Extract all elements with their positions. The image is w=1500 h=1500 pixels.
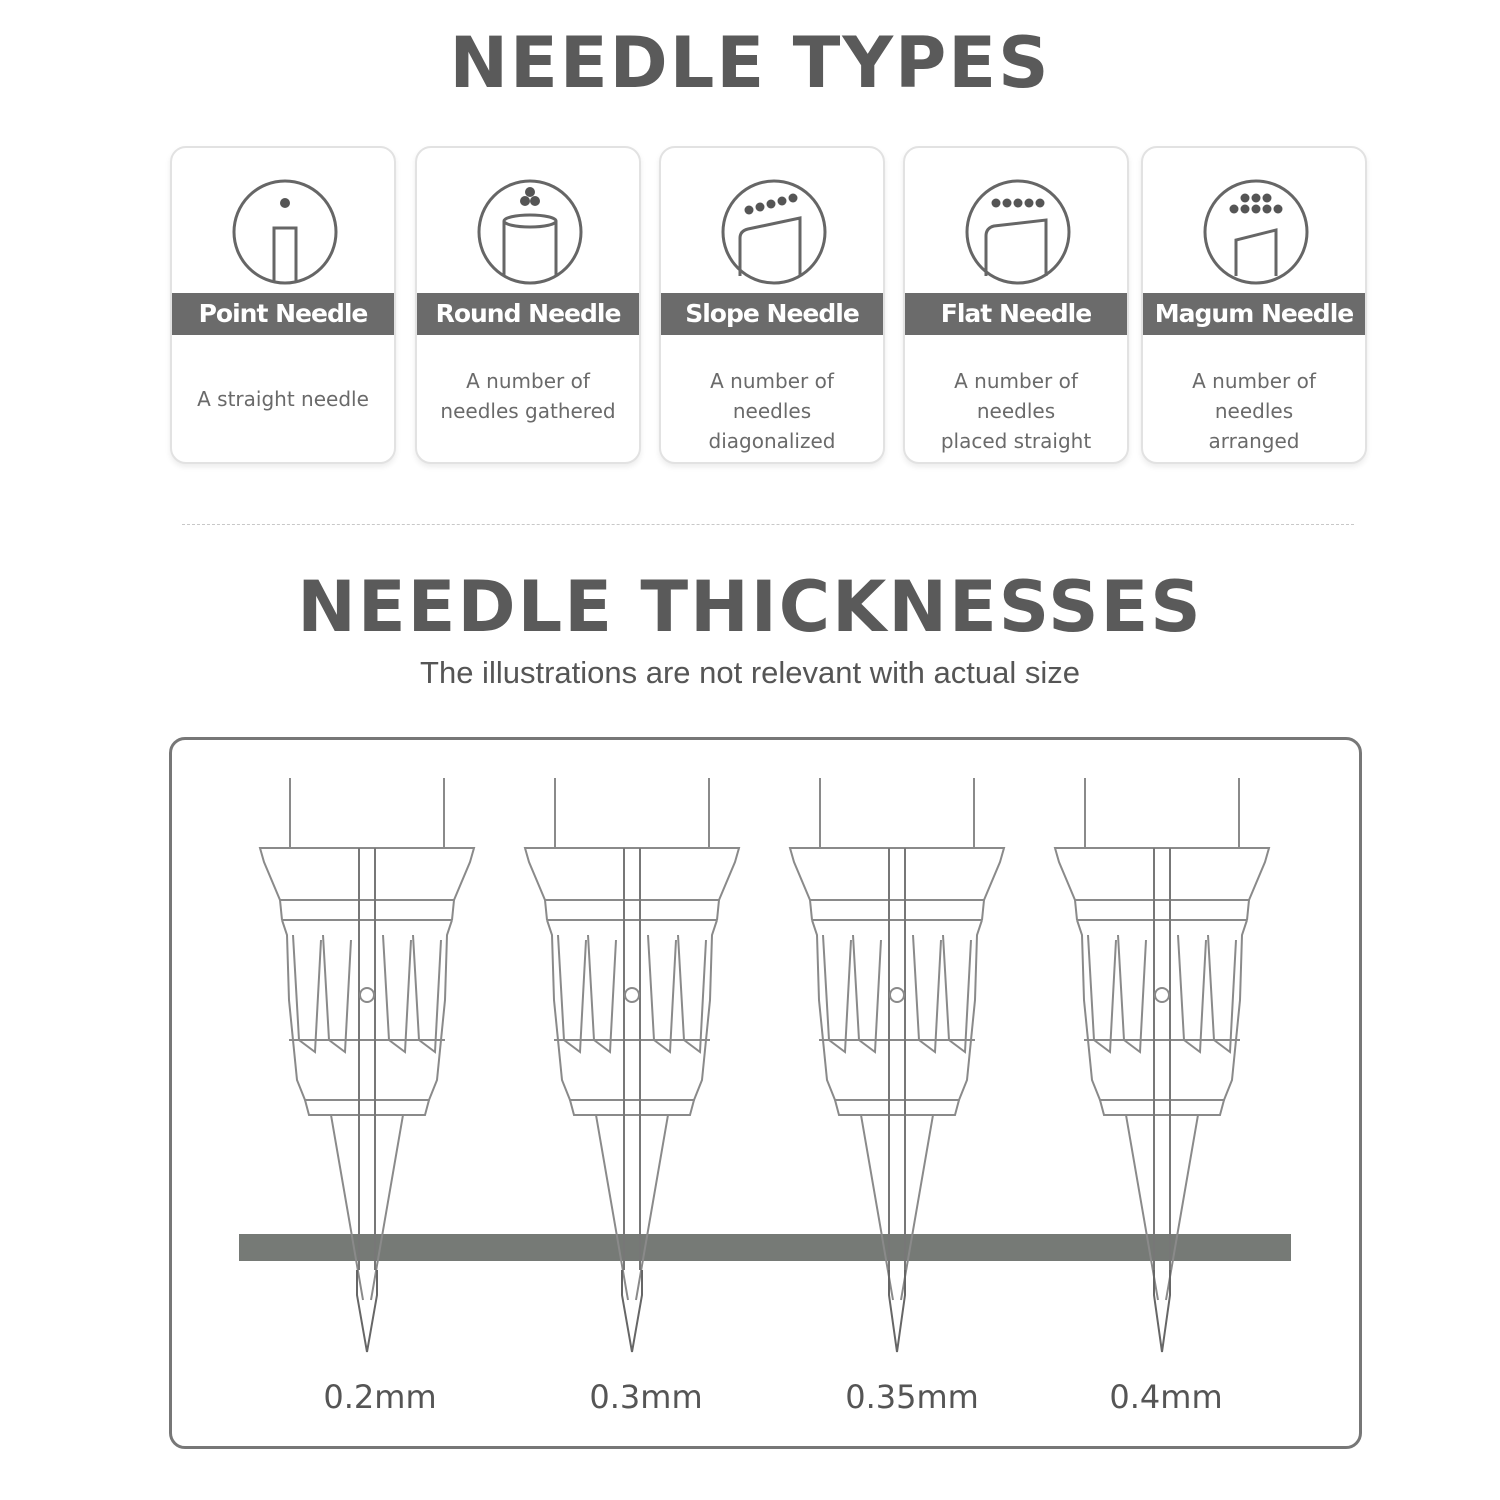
card-title: Point Needle <box>172 293 394 335</box>
card-description: A number of needles diagonalized <box>708 369 836 453</box>
needle-cartridge <box>788 778 1006 1353</box>
flat-needle-icon <box>965 179 1071 285</box>
thickness-subtitle: The illustrations are not relevant with … <box>420 655 1080 690</box>
slope-needle-icon <box>721 179 827 285</box>
card-description: A number of needles arranged <box>1192 369 1316 453</box>
needle-cartridge <box>1053 778 1271 1353</box>
size-label-0.3mm: 0.3mm <box>589 1378 703 1416</box>
thickness-panel <box>169 737 1362 1449</box>
point-needle-icon <box>232 179 338 285</box>
card-description: A number of needles placed straight <box>940 369 1092 453</box>
needle-cartridge <box>523 778 741 1353</box>
needle-type-cards: Point Needle A straight needle Round Nee… <box>0 146 1500 466</box>
round-needle-icon <box>477 179 583 285</box>
card-slope-needle: Slope Needle A number of needles diagona… <box>659 146 885 464</box>
section-divider <box>182 524 1354 525</box>
size-label-0.35mm: 0.35mm <box>845 1378 979 1416</box>
skin-bar <box>239 1234 1291 1261</box>
card-point-needle: Point Needle A straight needle <box>170 146 396 464</box>
size-label-0.2mm: 0.2mm <box>323 1378 437 1416</box>
card-title: Flat Needle <box>905 293 1127 335</box>
card-description: A number of needles gathered <box>440 369 616 423</box>
magum-needle-icon <box>1203 179 1309 285</box>
needle-cartridge <box>258 778 476 1353</box>
card-magum-needle: Magum Needle A number of needles arrange… <box>1141 146 1367 464</box>
card-title: Round Needle <box>417 293 639 335</box>
card-flat-needle: Flat Needle A number of needles placed s… <box>903 146 1129 464</box>
card-title: Slope Needle <box>661 293 883 335</box>
size-label-0.4mm: 0.4mm <box>1109 1378 1223 1416</box>
needle-types-title: NEEDLE TYPES <box>449 22 1051 104</box>
card-round-needle: Round Needle A number of needles gathere… <box>415 146 641 464</box>
card-description: A straight needle <box>197 387 369 411</box>
card-title: Magum Needle <box>1143 293 1365 335</box>
needle-thicknesses-title: NEEDLE THICKNESSES <box>297 566 1203 648</box>
